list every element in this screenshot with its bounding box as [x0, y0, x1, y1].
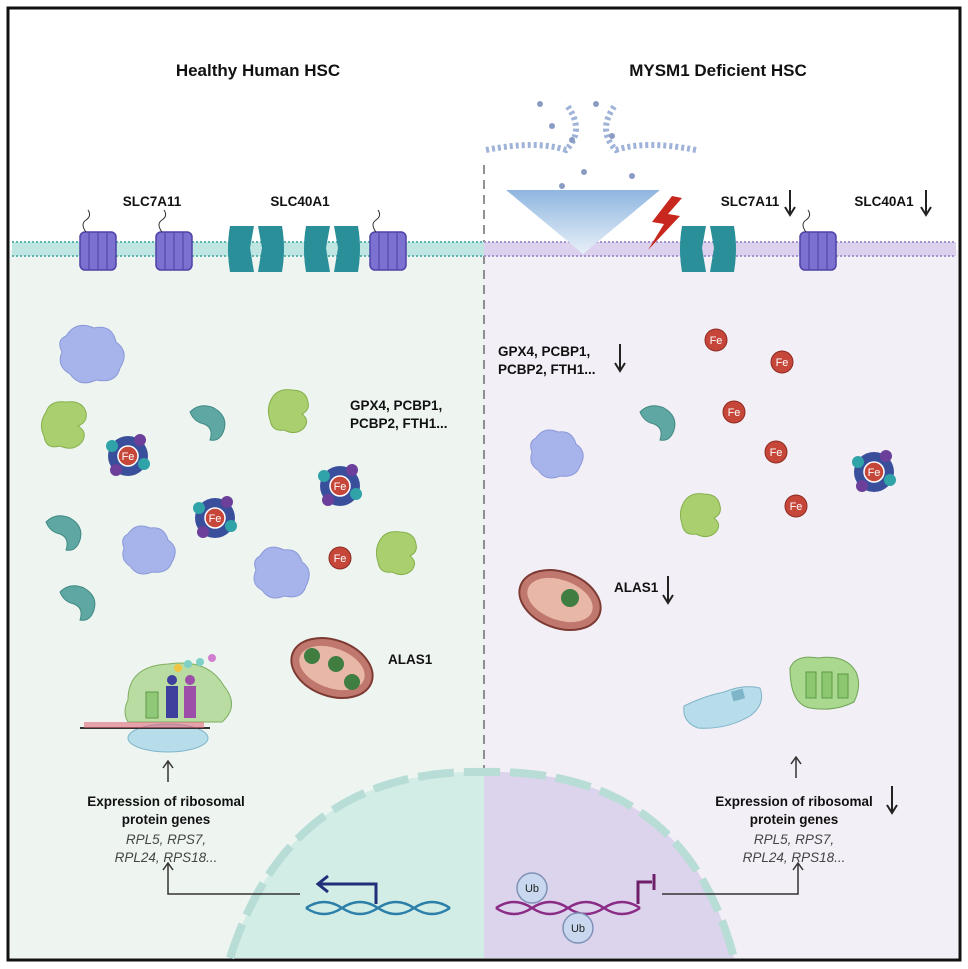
- left-teal-protein-3: [59, 585, 96, 621]
- right-expression-down-arrow-icon: [886, 786, 898, 815]
- left-ribosome-protein-1: [59, 324, 125, 384]
- right-proteins-down-arrow-icon: [614, 344, 626, 373]
- left-slc40a1-channel-1: [228, 226, 284, 272]
- right-slc40a1-label: SLC40A1: [854, 194, 914, 209]
- left-expression-path-arrowhead: [162, 861, 174, 871]
- frame-border: [6, 6, 962, 962]
- left-mitochondrion: [290, 637, 374, 699]
- left-promoter-arrowhead: [315, 874, 329, 894]
- right-slc40a1-down-arrow-icon: [920, 190, 932, 217]
- left-proteins-label-1: GPX4, PCBP1,: [350, 398, 442, 413]
- right-free-iron-5: Fe: [784, 494, 808, 518]
- left-ribosome-protein-2: [122, 525, 176, 575]
- left-translating-ribosome: [80, 654, 232, 753]
- fe-label: Fe: [790, 501, 803, 513]
- fe-label: Fe: [776, 357, 789, 369]
- left-free-iron: Fe: [328, 546, 352, 570]
- right-slc7a11-transporter: [799, 209, 837, 271]
- left-slc40a1-channel-2: [304, 226, 360, 272]
- left-ferritin-complex-1: Fe: [106, 434, 150, 476]
- right-proteins-label-2: PCBP2, FTH1...: [498, 362, 596, 377]
- right-free-iron-4: Fe: [764, 440, 788, 464]
- right-ribosome-small-subunit: [683, 686, 763, 729]
- right-proteins-label-1: GPX4, PCBP1,: [498, 344, 590, 359]
- left-promoter-arrow: [320, 882, 378, 904]
- right-genes-label-2: RPL24, RPS18...: [743, 850, 846, 865]
- left-slc7a11-transporter-2: [155, 209, 193, 271]
- fe-label: Fe: [770, 447, 783, 459]
- left-expression-label-1: Expression of ribosomal: [87, 794, 245, 809]
- right-teal-protein: [639, 405, 676, 441]
- left-green-protein-3: [375, 531, 417, 576]
- ubiquitin-1: Ub: [516, 872, 548, 904]
- right-free-iron-1: Fe: [704, 328, 728, 352]
- left-proteins-label-2: PCBP2, FTH1...: [350, 416, 448, 431]
- fe-label: Fe: [868, 467, 881, 479]
- ub-label: Ub: [571, 923, 585, 935]
- left-ferritin-complex-3: Fe: [318, 464, 362, 506]
- left-genes-label-1: RPL5, RPS7,: [126, 832, 206, 847]
- right-mitochondrion: [518, 569, 602, 631]
- fe-label: Fe: [728, 407, 741, 419]
- right-alas1-down-arrow-icon: [662, 576, 674, 605]
- left-expression-path: [167, 864, 300, 895]
- right-slc40a1-channel: [680, 226, 736, 272]
- left-panel-title: Healthy Human HSC: [176, 61, 340, 80]
- left-slc7a11-transporter-3: [369, 209, 407, 271]
- right-ribosome-large-subunit: [789, 656, 860, 710]
- left-expression-label-2: protein genes: [122, 812, 211, 827]
- fe-label: Fe: [334, 481, 347, 493]
- left-ribosome-protein-3: [253, 546, 310, 599]
- right-expression-path: [662, 864, 799, 895]
- right-panel-title: MYSM1 Deficient HSC: [629, 61, 807, 80]
- fe-label: Fe: [209, 513, 222, 525]
- fe-label: Fe: [122, 451, 135, 463]
- left-slc40a1-label: SLC40A1: [270, 194, 330, 209]
- left-teal-protein-1: [189, 405, 226, 441]
- ubiquitin-2: Ub: [562, 912, 594, 944]
- left-slc7a11-label: SLC7A11: [123, 194, 182, 209]
- fe-label: Fe: [334, 553, 347, 565]
- right-slc7a11-label: SLC7A11: [721, 194, 780, 209]
- left-green-protein-1: [40, 401, 87, 449]
- left-up-arrowhead: [162, 759, 174, 769]
- right-dna-helix: [495, 900, 641, 916]
- right-ribosome-protein: [530, 429, 584, 479]
- right-slc7a11-down-arrow-icon: [784, 190, 796, 217]
- right-genes-label-1: RPL5, RPS7,: [754, 832, 834, 847]
- right-ferritin-complex: Fe: [852, 450, 896, 492]
- left-green-protein-2: [267, 389, 309, 434]
- left-dna-helix: [305, 900, 451, 916]
- right-free-iron-2: Fe: [770, 350, 794, 374]
- right-blocked-promoter: [636, 880, 652, 904]
- ub-label: Ub: [525, 883, 539, 895]
- left-alas1-label: ALAS1: [388, 652, 433, 667]
- right-expression-label-1: Expression of ribosomal: [715, 794, 873, 809]
- right-green-protein: [679, 493, 721, 538]
- left-slc7a11-transporter-1: [79, 209, 117, 271]
- fe-label: Fe: [710, 335, 723, 347]
- right-free-iron-3: Fe: [722, 400, 746, 424]
- lightning-bolt-icon: [648, 196, 682, 250]
- right-alas1-label: ALAS1: [614, 580, 659, 595]
- right-up-arrowhead: [790, 755, 802, 765]
- left-genes-label-2: RPL24, RPS18...: [115, 850, 218, 865]
- left-teal-protein-2: [45, 515, 82, 551]
- left-ferritin-complex-2: Fe: [193, 496, 237, 538]
- lipid-membrane-rupture: [485, 101, 697, 254]
- right-expression-path-arrowhead: [792, 861, 804, 871]
- right-expression-label-2: protein genes: [750, 812, 839, 827]
